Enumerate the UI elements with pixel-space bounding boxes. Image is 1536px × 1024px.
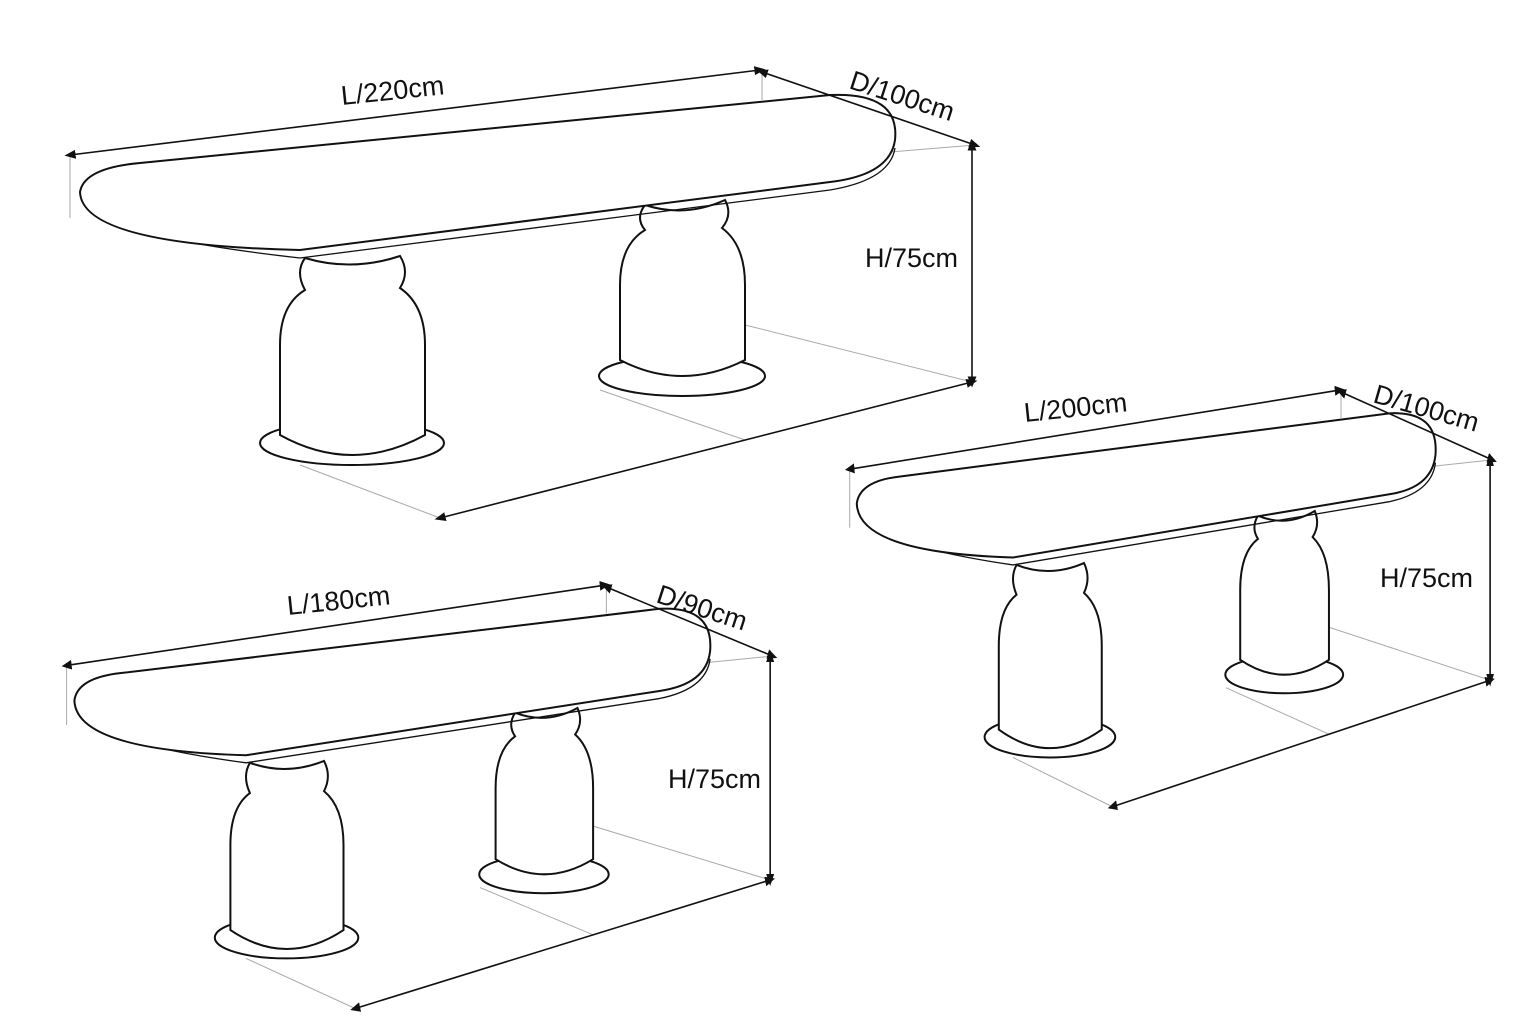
length-label-180: L/180cm [285,580,391,621]
height-label-220: H/75cm [865,243,958,273]
table-220-drawing [70,70,975,518]
height-label-200: H/75cm [1380,563,1473,593]
height-label-180: H/75cm [668,764,761,794]
table-180-drawing [67,585,773,1008]
table-200-drawing [850,390,1493,807]
length-label-200: L/200cm [1022,387,1128,428]
length-label-220: L/220cm [339,70,445,111]
